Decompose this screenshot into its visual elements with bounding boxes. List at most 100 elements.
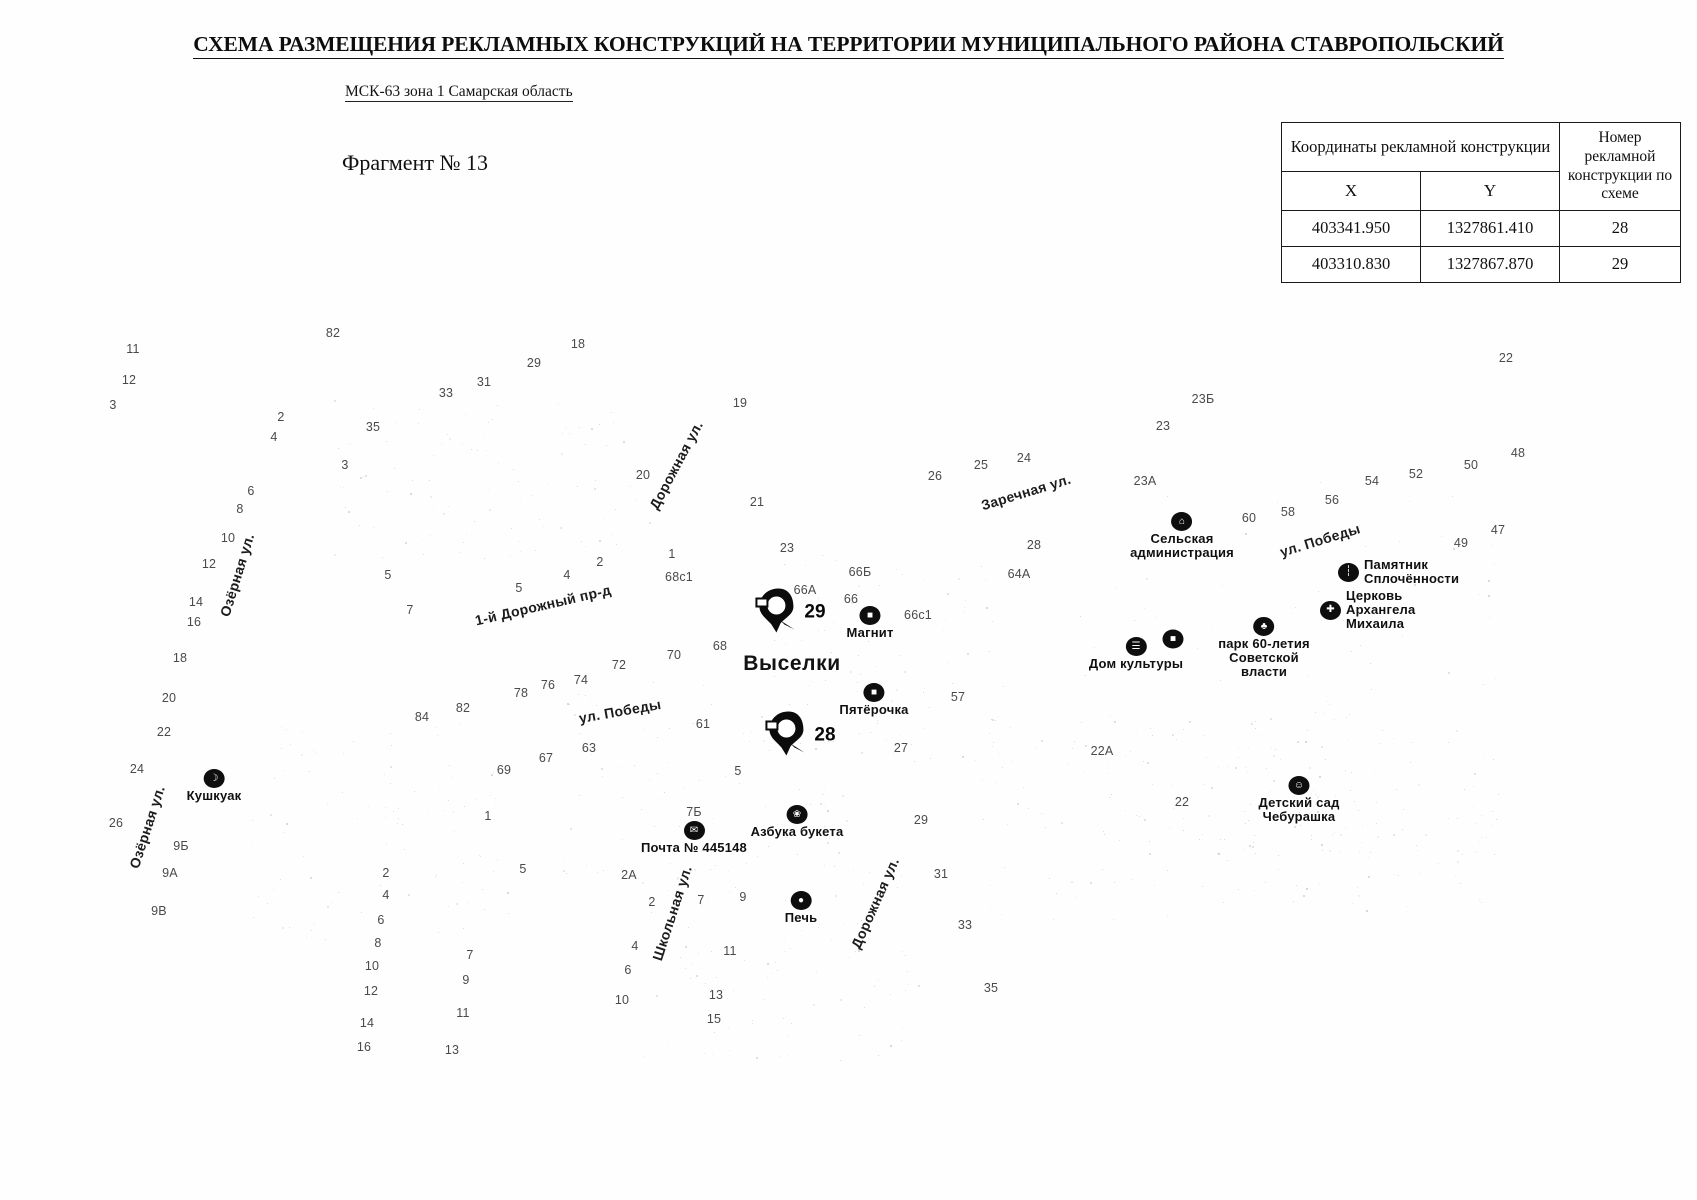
poi-label: Пятёрочка bbox=[839, 701, 909, 717]
house-number-label: 66Б bbox=[848, 565, 872, 579]
house-number-label: 68 bbox=[712, 639, 728, 653]
house-number-label: 23 bbox=[779, 541, 795, 555]
post-icon: ✉ bbox=[683, 820, 705, 840]
cell-x: 403341.950 bbox=[1281, 210, 1421, 247]
house-number-label: 23Б bbox=[1191, 392, 1215, 406]
house-number-label: 68с1 bbox=[665, 570, 693, 584]
house-number-label: 27 bbox=[893, 741, 909, 755]
house-number-label: 9В bbox=[151, 904, 167, 918]
house-number-label: 26 bbox=[108, 816, 124, 830]
house-number-label: 2 bbox=[382, 866, 390, 880]
house-number-label: 76 bbox=[540, 678, 556, 692]
house-number-label: 4 bbox=[631, 939, 639, 953]
house-number-label: 67 bbox=[538, 751, 554, 765]
house-number-label: 23 bbox=[1155, 419, 1171, 433]
map-poi[interactable]: ■Пятёрочка bbox=[839, 682, 909, 717]
map-poi[interactable]: ♣парк 60-летия Советской власти bbox=[1218, 616, 1310, 680]
poi-label: Кушкуак bbox=[186, 787, 242, 803]
house-number-label: 26 bbox=[927, 469, 943, 483]
house-number-label: 24 bbox=[129, 762, 145, 776]
house-number-label: 12 bbox=[363, 984, 379, 998]
poi-label: парк 60-летия Советской власти bbox=[1218, 635, 1310, 680]
kindergarten-icon: ☺ bbox=[1288, 775, 1310, 795]
house-number-label: 11 bbox=[723, 944, 737, 958]
map-poi[interactable]: ✚Церковь Архангела Михаила bbox=[1320, 587, 1416, 632]
house-number-label: 3 bbox=[109, 398, 117, 412]
house-number-label: 84 bbox=[414, 710, 430, 724]
house-number-label: 22А bbox=[1090, 744, 1114, 758]
billboard-marker[interactable]: 28 bbox=[764, 708, 836, 763]
map-poi[interactable]: ⌂Сельская администрация bbox=[1130, 511, 1234, 560]
house-number-label: 29 bbox=[913, 813, 929, 827]
page-title: СХЕМА РАЗМЕЩЕНИЯ РЕКЛАМНЫХ КОНСТРУКЦИЙ Н… bbox=[0, 32, 1697, 59]
house-number-label: 8 bbox=[236, 502, 244, 516]
house-number-label: 23А bbox=[1133, 474, 1157, 488]
map-poi[interactable]: ☰Дом культуры bbox=[1089, 636, 1183, 671]
coordinate-system-text: МСК-63 зона 1 Самарская область bbox=[345, 83, 573, 102]
house-number-label: 24 bbox=[1016, 451, 1032, 465]
house-number-label: 33 bbox=[957, 918, 973, 932]
house-number-label: 21 bbox=[749, 495, 765, 509]
billboard-pin-icon bbox=[764, 708, 810, 763]
house-number-label: 33 bbox=[438, 386, 454, 400]
house-number-label: 52 bbox=[1408, 467, 1424, 481]
house-number-label: 35 bbox=[365, 420, 381, 434]
billboard-number-label: 29 bbox=[804, 601, 826, 622]
poi-label: Церковь Архангела Михаила bbox=[1346, 587, 1416, 632]
house-number-label: 4 bbox=[270, 430, 278, 444]
house-number-label: 29 bbox=[526, 356, 542, 370]
table-header-number: Номер рекламной конструкции по схеме bbox=[1559, 122, 1681, 211]
water-icon: ☽ bbox=[203, 768, 225, 788]
house-number-label: 1 bbox=[668, 547, 676, 561]
map-poi[interactable]: ☽Кушкуак bbox=[186, 768, 242, 803]
map-poi[interactable]: ☺Детский сад Чебурашка bbox=[1258, 775, 1339, 824]
table-header-y: Y bbox=[1420, 171, 1560, 211]
house-number-label: 63 bbox=[581, 741, 597, 755]
house-number-label: 78 bbox=[513, 686, 529, 700]
map-poi[interactable]: ●Печь bbox=[785, 890, 818, 925]
house-number-label: 9Б bbox=[173, 839, 189, 853]
house-number-label: 16 bbox=[186, 615, 202, 629]
cell-number: 28 bbox=[1559, 210, 1681, 247]
house-number-label: 15 bbox=[706, 1012, 722, 1026]
house-number-label: 9 bbox=[462, 973, 470, 987]
house-number-label: 11 bbox=[456, 1006, 470, 1020]
house-number-label: 11 bbox=[126, 342, 140, 356]
culture-icon: ☰ bbox=[1125, 636, 1147, 656]
house-number-label: 22 bbox=[1174, 795, 1190, 809]
house-number-label: 31 bbox=[933, 867, 949, 881]
house-number-label: 6 bbox=[377, 913, 385, 927]
house-number-label: 4 bbox=[563, 568, 571, 582]
house-number-label: 13 bbox=[708, 988, 724, 1002]
map-poi[interactable]: ✉Почта № 445148 bbox=[641, 820, 747, 855]
cell-number: 29 bbox=[1559, 246, 1681, 283]
house-number-label: 5 bbox=[519, 862, 527, 876]
map-poi[interactable]: ■Магнит bbox=[846, 605, 893, 640]
billboard-marker[interactable]: 29 bbox=[754, 585, 826, 640]
table-row: 403341.950 1327861.410 28 bbox=[1281, 210, 1681, 247]
village-name-label: Выселки bbox=[743, 652, 841, 675]
house-number-label: 82 bbox=[325, 326, 341, 340]
street-name-label: Заречная ул. bbox=[979, 470, 1073, 514]
house-number-label: 18 bbox=[570, 337, 586, 351]
house-number-label: 19 bbox=[732, 396, 748, 410]
flower-icon: ❀ bbox=[786, 804, 808, 824]
map-poi[interactable]: ■ bbox=[1162, 629, 1184, 649]
shop-icon: ■ bbox=[863, 682, 885, 702]
house-number-label: 14 bbox=[359, 1016, 375, 1030]
map-poi[interactable]: ┆Памятник Сплочённости bbox=[1338, 557, 1459, 586]
house-number-label: 70 bbox=[666, 648, 682, 662]
house-number-label: 74 bbox=[573, 673, 589, 687]
house-number-label: 18 bbox=[172, 651, 188, 665]
map-poi[interactable]: ❀Азбука букета bbox=[750, 804, 844, 839]
coordinate-system-subtitle: МСК-63 зона 1 Самарская область bbox=[345, 83, 573, 102]
street-name-label: 1-й Дорожный пр-д bbox=[473, 581, 613, 629]
table-header-x: X bbox=[1281, 171, 1421, 211]
table-row: 403310.830 1327867.870 29 bbox=[1281, 246, 1681, 283]
monument-icon: ┆ bbox=[1338, 562, 1359, 582]
house-number-label: 7 bbox=[697, 893, 705, 907]
poi-label: Азбука букета bbox=[750, 823, 844, 839]
house-number-label: 61 bbox=[695, 717, 711, 731]
building-icon: ■ bbox=[1162, 629, 1184, 649]
